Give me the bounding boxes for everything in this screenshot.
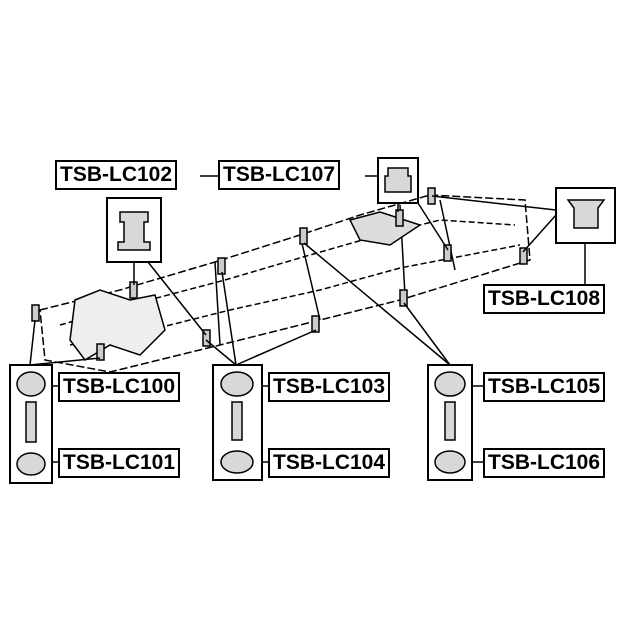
bushing-lc101-icon: [16, 452, 46, 476]
label-tsb-lc107: TSB-LC107: [218, 160, 341, 190]
bushing-lc102-icon: [117, 211, 151, 251]
bushing-lc104-icon: [220, 450, 254, 474]
bushing-lc103-icon: [220, 371, 254, 397]
bushing-lc100-icon: [16, 371, 46, 397]
label-tsb-lc105: TSB-LC105: [483, 372, 606, 402]
label-tsb-lc100: TSB-LC100: [58, 372, 181, 402]
bushing-lc105-icon: [434, 371, 466, 397]
label-tsb-lc104: TSB-LC104: [268, 448, 391, 478]
bushing-parts: [16, 167, 606, 476]
vehicle-frame: [39, 194, 531, 373]
sleeve-lc100-icon: [25, 401, 37, 443]
label-tsb-lc102: TSB-LC102: [55, 160, 178, 190]
bushing-lc106-icon: [434, 450, 466, 474]
leader-lines: [29, 175, 586, 463]
mount-points: [31, 187, 528, 361]
label-tsb-lc101: TSB-LC101: [58, 448, 181, 478]
label-tsb-lc103: TSB-LC103: [268, 372, 391, 402]
sleeve-lc105-icon: [444, 401, 456, 441]
sleeve-lc103-icon: [231, 401, 243, 441]
part-boxes: [9, 157, 616, 484]
label-tsb-lc108: TSB-LC108: [483, 284, 606, 314]
bushing-lc107-icon: [384, 167, 412, 193]
bushing-lc108-icon: [566, 199, 606, 229]
label-tsb-lc106: TSB-LC106: [483, 448, 606, 478]
